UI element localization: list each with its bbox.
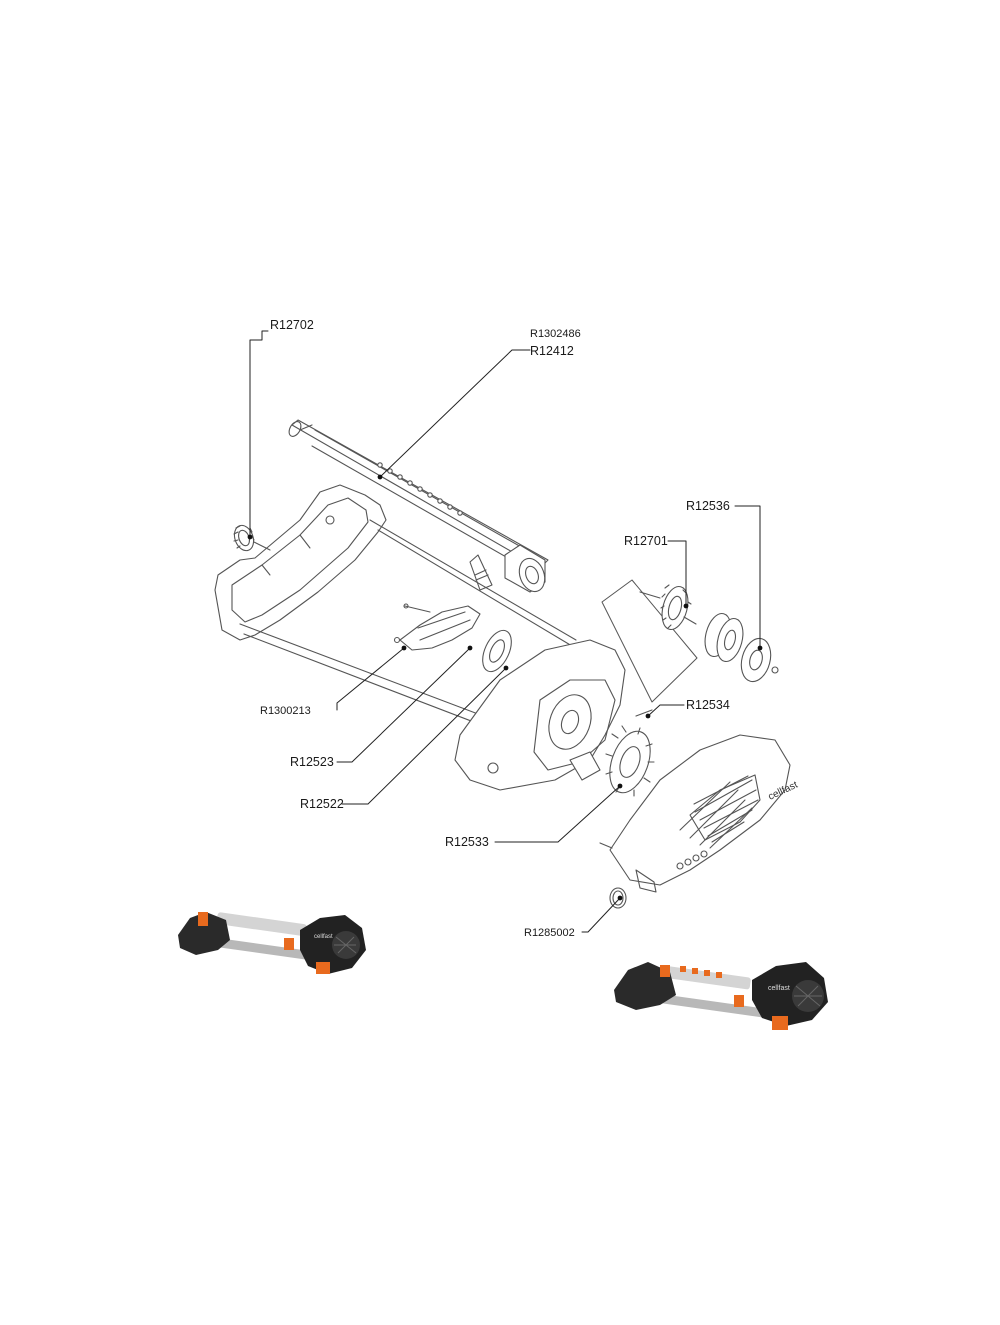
label-r12701: R12701: [624, 534, 668, 548]
label-r1300213: R1300213: [260, 705, 311, 717]
label-r12522: R12522: [300, 797, 344, 811]
label-r1302486: R1302486: [530, 328, 581, 340]
spray-tube: [288, 419, 549, 593]
left-bracket: [214, 484, 387, 641]
svg-text:cellfast: cellfast: [768, 985, 790, 992]
disc-r12522: [482, 629, 512, 673]
label-r1285002: R1285002: [524, 927, 575, 939]
label-r12412: R12412: [530, 344, 574, 358]
gear-r12536: [740, 637, 779, 683]
gear-pair: [704, 612, 744, 663]
leader-dots: [247, 474, 763, 901]
svg-text:cellfast: cellfast: [314, 934, 333, 940]
label-r12533: R12533: [445, 835, 489, 849]
housing-cover: cellfast: [599, 734, 800, 893]
product-photo-left: cellfast: [178, 912, 366, 974]
label-r12702: R12702: [270, 318, 314, 332]
label-r12534: R12534: [686, 698, 730, 712]
label-r12536: R12536: [686, 499, 730, 513]
gear-r12701: [639, 584, 697, 631]
gear-set-frame: [601, 579, 698, 703]
label-r12523: R12523: [290, 755, 334, 769]
leader-lines: [249, 330, 761, 933]
cam-lever: [393, 603, 481, 651]
product-photo-right: cellfast: [614, 962, 828, 1030]
turbine-r12533: [569, 709, 655, 797]
motor-housing: [454, 639, 626, 791]
